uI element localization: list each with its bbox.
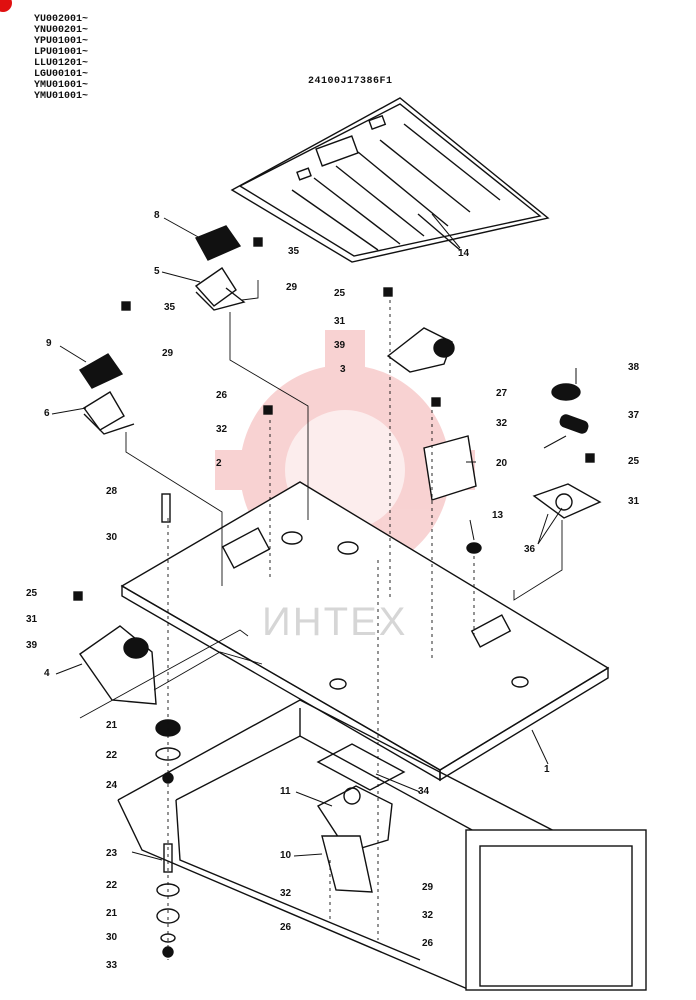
callout: 34: [418, 786, 430, 797]
callout: 32: [280, 888, 292, 899]
pedal-upper: [194, 267, 246, 311]
callout: 33: [106, 960, 118, 971]
bracket-20: [423, 435, 477, 501]
callout: 6: [44, 408, 50, 419]
callout: 28: [106, 486, 118, 497]
callout: 22: [106, 880, 118, 891]
callout: 32: [216, 424, 228, 435]
callout: 37: [628, 410, 640, 421]
callout: 8: [154, 210, 160, 221]
callout: 29: [286, 282, 298, 293]
callout: 39: [334, 340, 346, 351]
serial-number: YMU01001~: [34, 91, 89, 102]
serial-number: YPU01001~: [34, 36, 89, 47]
callout: 3: [340, 364, 346, 375]
mount-stack: [155, 719, 181, 958]
serial-number: LPU01001~: [34, 47, 89, 58]
callout: 4: [44, 668, 50, 679]
guide-lines: [167, 300, 475, 960]
callout: 31: [26, 614, 38, 625]
callout: 36: [524, 544, 536, 555]
watermark-text: ИНТЕХ: [262, 600, 408, 644]
callout: 30: [106, 932, 118, 943]
callout: 1: [544, 764, 550, 775]
callout: 32: [422, 910, 434, 921]
callout: 21: [106, 720, 118, 731]
serial-number: LLU01201~: [34, 58, 89, 69]
assembly-lines: [79, 280, 563, 719]
callout: 22: [106, 750, 118, 761]
serial-number: YMU01001~: [34, 80, 89, 91]
callout: 26: [280, 922, 292, 933]
grommet-13: [466, 542, 482, 554]
callout: 26: [422, 938, 434, 949]
callout: 38: [628, 362, 640, 373]
callout: 32: [496, 418, 508, 429]
callout: 2: [216, 458, 222, 469]
callout: 10: [280, 850, 292, 861]
callout: 31: [334, 316, 346, 327]
document-id: 24100J17386F1: [308, 76, 393, 87]
bracket-lower: [79, 625, 157, 705]
callout: 11: [280, 786, 291, 797]
serial-number: YU002001~: [34, 14, 89, 25]
callout: 13: [492, 510, 504, 521]
floor-plate: [120, 481, 610, 782]
callout: 23: [106, 848, 118, 859]
callout-labels: 14 8 35 5 29 25 35 31 39 9 29 3 38 6 26 …: [26, 210, 640, 971]
bushing-37: [559, 414, 589, 434]
callout: 31: [628, 496, 640, 507]
callout: 24: [106, 780, 118, 791]
serial-number-list: YU002001~ YNU00201~ YPU01001~ LPU01001~ …: [34, 14, 88, 102]
bolt-set: [73, 237, 595, 601]
callout: 25: [26, 588, 38, 599]
callout: 20: [496, 458, 508, 469]
pedal-pad-upper: [195, 225, 242, 261]
callout: 9: [46, 338, 52, 349]
pedal-lower: [82, 391, 135, 435]
machine-frame: [117, 699, 647, 991]
callout: 39: [26, 640, 38, 651]
callout: 25: [628, 456, 640, 467]
bracket-upper: [386, 327, 455, 373]
callout: 29: [162, 348, 174, 359]
callout: 5: [154, 266, 160, 277]
corner-marker: [0, 0, 12, 12]
callout: 27: [496, 388, 508, 399]
callout: 29: [422, 882, 434, 893]
plate-36: [532, 483, 602, 519]
floor-mat: [230, 97, 550, 263]
callout: 25: [334, 288, 346, 299]
callout: 30: [106, 532, 118, 543]
callout: 35: [164, 302, 176, 313]
callout-leaders: [51, 213, 577, 861]
callout: 14: [458, 248, 470, 259]
callout: 21: [106, 908, 118, 919]
callout: 26: [216, 390, 228, 401]
pedal-pad-lower: [79, 353, 124, 389]
callout: 35: [288, 246, 300, 257]
cap-38: [551, 383, 581, 401]
serial-number: LGU00101~: [34, 69, 89, 80]
serial-number: YNU00201~: [34, 25, 89, 36]
